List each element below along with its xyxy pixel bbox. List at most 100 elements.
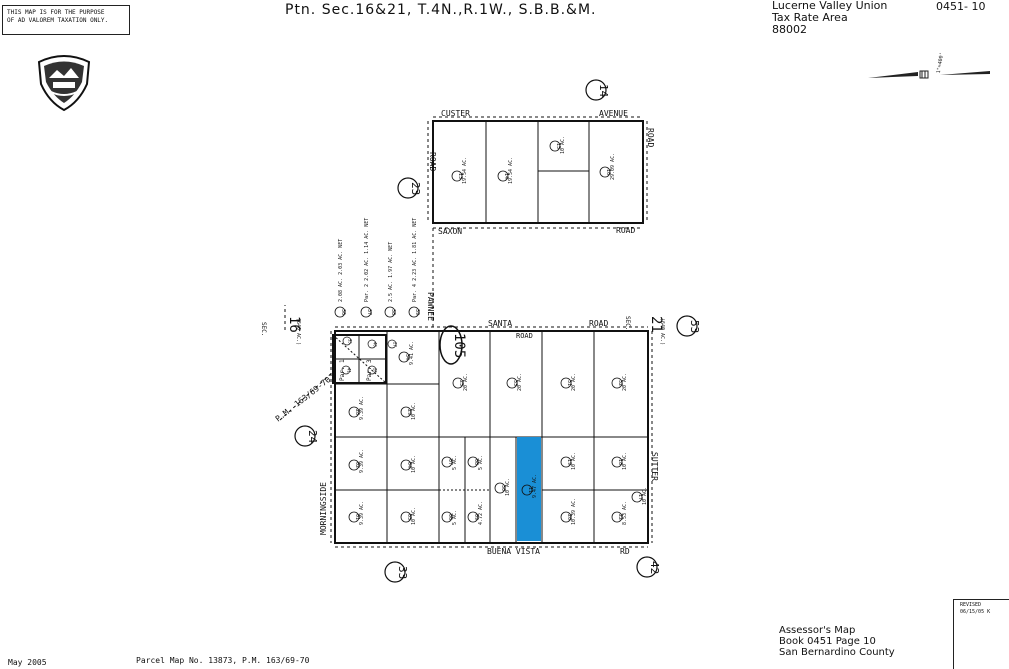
parcel-39: 39 Par. 4 2.23 AC. 1.81 AC. NET xyxy=(408,218,420,318)
parcel-area: 9.41 AC. xyxy=(409,341,415,365)
street-road-east: ROAD xyxy=(646,128,655,147)
parcel-27: 27 xyxy=(387,339,398,349)
parcel-number-circle xyxy=(348,511,360,523)
parcel-area: 20 AC. xyxy=(517,373,523,391)
parcel-number-circle xyxy=(342,336,352,346)
page-ref-circle xyxy=(397,177,419,199)
parcel-area: 4.72 AC. xyxy=(478,501,484,525)
parcel-area: 20 AC. xyxy=(571,373,577,391)
street-custer: CUSTER xyxy=(441,109,470,118)
parcel-number: 14 xyxy=(503,173,509,179)
street-sutter: SUTTER xyxy=(650,452,659,481)
parcel-area: 9.39 AC. xyxy=(359,501,365,525)
parcel-number-circle xyxy=(467,456,479,468)
parcel-number: 04 xyxy=(406,462,412,468)
page-ref-number: 14 xyxy=(597,84,610,98)
section-21-acres: (640 AC.) xyxy=(659,318,665,345)
parcel-number: 39 xyxy=(414,309,420,315)
parcel-number-circle xyxy=(631,491,643,503)
parcel-area: 19.54 AC. xyxy=(462,157,468,184)
parcel-number-circle xyxy=(408,306,420,318)
street-santa: SANTA xyxy=(488,319,512,328)
parcel-area: Par. 4 2.23 AC. 1.81 AC. NET xyxy=(412,218,418,302)
section-16-number: 16 xyxy=(286,316,302,333)
section-16-acres: (640 AC.) xyxy=(295,318,301,345)
parcel-number-circle xyxy=(367,365,377,375)
parcel-map-reference: P.M. 163/69-70 xyxy=(274,375,333,424)
page-ref-23: 23 xyxy=(397,177,422,199)
parcel-number-circle xyxy=(334,306,346,318)
parcel-number: 33 xyxy=(512,380,518,386)
parcel-number-circle xyxy=(611,511,623,523)
parcel-area: 10 AC. xyxy=(411,507,417,525)
parcel-number: 19 xyxy=(566,459,572,465)
parcel-number-circle xyxy=(494,482,506,494)
page-ref-number: 105 xyxy=(451,333,467,358)
north-block xyxy=(432,120,644,224)
parcel-number: 07 xyxy=(447,459,453,465)
parcel-26: 26 xyxy=(367,365,378,375)
parcel-number: 27 xyxy=(393,342,398,347)
parcel-area: 20 AC. xyxy=(463,373,469,391)
parcel-number: 05 xyxy=(406,514,412,520)
county-seal-icon xyxy=(35,48,93,116)
parcel-number-circle xyxy=(341,365,351,375)
assessor-line-1: Assessor's Map xyxy=(779,625,856,636)
parcel-number-circle xyxy=(611,377,623,389)
page-ref-53: 53 xyxy=(676,315,701,337)
parcel-number: 17 xyxy=(637,494,643,500)
notice-line-1: THIS MAP IS FOR THE PURPOSE xyxy=(7,9,105,16)
parcel-number-circle xyxy=(400,511,412,523)
parcel-area: 10 AC. xyxy=(560,136,566,154)
south-block xyxy=(332,330,649,544)
parcel-number-circle xyxy=(506,377,518,389)
parcel-number-circle xyxy=(560,377,572,389)
parcel-number-circle xyxy=(560,456,572,468)
parcel-number: 01 xyxy=(354,514,360,520)
assessor-line-3: San Bernardino County xyxy=(779,647,895,658)
parcel-40: 40 xyxy=(367,339,378,349)
parcel-area: 10 AC. xyxy=(642,487,648,505)
parcel-number-circle xyxy=(441,456,453,468)
parcel-number: 02 xyxy=(354,462,360,468)
parcel-number: 32 xyxy=(617,380,623,386)
parcel-number-circle xyxy=(387,339,397,349)
street-santa-road-2: ROAD xyxy=(589,319,608,328)
parcel-number: 09 xyxy=(473,514,479,520)
parcel-number-circle xyxy=(560,511,572,523)
parcel-number-circle xyxy=(497,170,509,182)
parcel-number-circle xyxy=(599,166,611,178)
revised-box: REVISED 06/15/05 K xyxy=(953,599,1009,669)
parcel-area: Par. 2 2.02 AC. 1.14 AC. NET xyxy=(364,218,370,302)
parcel-number-circle xyxy=(348,406,360,418)
page-ref-24: 24 xyxy=(294,425,319,447)
revised-label: REVISED xyxy=(960,602,982,608)
assessor-block: Assessor's Map Book 0451 Page 10 San Ber… xyxy=(779,625,895,658)
parcel-area: 10 AC. xyxy=(505,478,511,496)
parcel-area: 9.39 AC. xyxy=(359,396,365,420)
page-ref-circle xyxy=(676,315,698,337)
page-ref-33: 33 xyxy=(384,561,409,583)
